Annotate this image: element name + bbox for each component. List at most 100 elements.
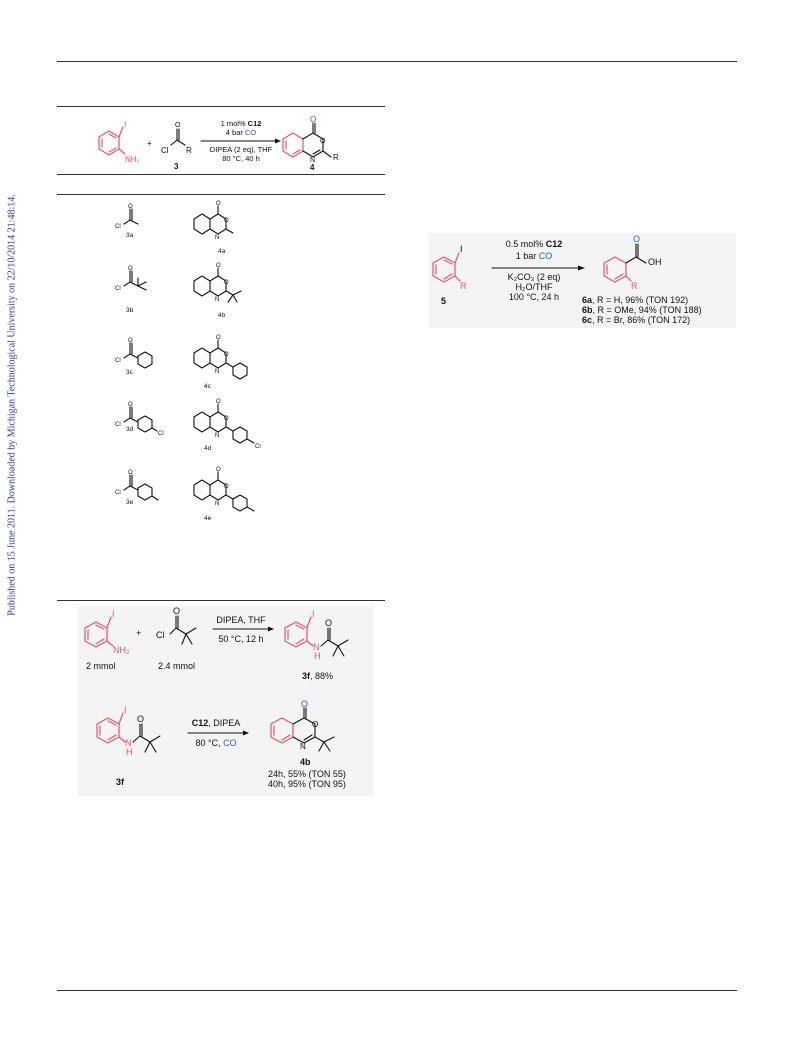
scheme2-reagent-co: 1 bar CO [516, 251, 553, 261]
acyl-r-label: R [186, 146, 192, 155]
svg-text:O: O [137, 714, 144, 724]
iodo-label: I [460, 244, 463, 254]
svg-text:NH₂: NH₂ [113, 645, 130, 655]
scheme3-reactions: I NH₂ 2 mmol + O Cl 2.4 mmol DIPEA, THF … [78, 606, 374, 796]
svg-text:N: N [215, 235, 219, 241]
svg-text:I: I [312, 609, 315, 619]
svg-text:Cl: Cl [156, 630, 165, 640]
reagent-3d-structure: O Cl Cl [115, 402, 164, 437]
scheme3-top-rule [57, 600, 385, 601]
svg-text:Cl: Cl [115, 490, 121, 496]
plus-sign: + [147, 139, 152, 148]
svg-text:N: N [300, 742, 306, 751]
iodoaniline-structure: I NH₂ [84, 609, 130, 655]
top-rule [57, 61, 737, 62]
amine-label: NH₂ [125, 155, 140, 164]
svg-text:O: O [224, 218, 229, 224]
result-6a: 6a, R = H, 96% (TON 192) [582, 295, 688, 305]
svg-text:O: O [216, 201, 221, 207]
result-6c: 6c, R = Br, 86% (TON 172) [582, 315, 690, 325]
cond2-top: C12, DIPEA [192, 718, 241, 728]
product-label: 4d [204, 445, 212, 452]
svg-text:O: O [128, 204, 133, 210]
svg-text:O: O [224, 352, 229, 358]
table-row: O Cl 3a O O N 4a [115, 201, 234, 255]
svg-text:N: N [125, 738, 132, 748]
product-carbonyl-o: O [310, 115, 316, 124]
scheme2-reagent-base: K₂CO₃ (2 eq) [508, 272, 561, 282]
svg-text:O: O [301, 699, 308, 709]
acyl-cl-label: Cl [161, 146, 169, 155]
acyl-o-label: O [175, 122, 181, 129]
product-4b-structure: O O N [193, 263, 242, 303]
svg-text:O: O [128, 470, 133, 476]
table-row: O Cl 3b O O N 4b [115, 263, 242, 319]
table-header-rule [57, 174, 385, 175]
amount-amine: 2 mmol [86, 661, 116, 671]
acyl-chloride-structure: O Cl R 3 [161, 122, 192, 171]
table-row: O Cl 3e O O N 4e [115, 467, 255, 522]
reagent-3a-structure: O Cl [115, 204, 139, 230]
table-top-rule [57, 106, 385, 107]
scheme1-reagent-top: 1 mol% C12 [221, 119, 262, 128]
label-4b: 4b [300, 757, 311, 767]
benzoxazinone-4b-structure: O O N [270, 699, 335, 752]
scheme2-reaction: I R 5 0.5 mol% C12 1 bar CO K₂CO₃ (2 eq)… [428, 233, 736, 328]
compound-3-label: 3 [174, 162, 179, 171]
reagent-label: 3b [126, 307, 134, 314]
table-row: O Cl Cl 3d O O N Cl 4d [115, 399, 261, 452]
side-note-text[interactable]: Published on 15 June 2011. Downloaded by… [6, 194, 18, 616]
svg-text:N: N [215, 369, 219, 375]
cond1-bottom: 50 °C, 12 h [218, 634, 263, 644]
r-label: R [460, 281, 467, 291]
product-r: R [333, 153, 339, 162]
aryl-iodide-5-structure: I R 5 [432, 244, 467, 306]
result-6b: 6b, R = OMe, 94% (TON 188) [582, 305, 702, 315]
iodoaniline-structure: I NH₂ [98, 120, 140, 164]
svg-text:N: N [215, 433, 219, 439]
svg-text:Cl: Cl [115, 422, 121, 428]
product-4c-structure: O O N [193, 335, 248, 380]
svg-text:O: O [128, 338, 133, 344]
svg-text:H: H [126, 747, 133, 757]
oh-label: OH [648, 257, 662, 267]
scheme3-background [78, 606, 374, 796]
reagent-label: 3e [126, 499, 134, 506]
product-r-label: R [631, 281, 638, 291]
svg-text:I: I [112, 609, 115, 619]
bottom-rule [57, 990, 737, 991]
product-ring-o: O [320, 138, 326, 145]
svg-text:Cl: Cl [255, 444, 261, 450]
svg-text:O: O [312, 720, 318, 729]
product-4a-structure: O O N [193, 201, 234, 241]
svg-text:I: I [124, 705, 127, 715]
svg-text:Cl: Cl [158, 431, 164, 437]
svg-text:O: O [216, 263, 221, 269]
reagent-3e-structure: O Cl [115, 470, 159, 501]
reagent-3c-structure: O Cl [115, 338, 153, 369]
svg-text:O: O [128, 266, 133, 272]
plus-sign: + [136, 628, 141, 638]
iodo-label: I [124, 120, 126, 129]
reagent-3b-structure: O Cl [115, 266, 147, 292]
cond2-bottom: 80 °C, CO [195, 738, 236, 748]
compound-5-label: 5 [441, 296, 446, 306]
svg-text:N: N [313, 642, 320, 652]
svg-text:N: N [215, 297, 219, 303]
amide-3f-reactant-structure: I N H O [96, 705, 161, 757]
reagent-label: 3a [126, 232, 134, 239]
svg-text:O: O [224, 484, 229, 490]
svg-text:O: O [216, 335, 221, 341]
svg-text:N: N [215, 501, 219, 507]
cond1-top: DIPEA, THF [216, 615, 266, 625]
product-label: 4a [218, 248, 226, 255]
benzoxazinone-product-structure: O O N R 4 [282, 115, 339, 172]
reagent-label: 3d [126, 426, 134, 433]
svg-text:O: O [325, 618, 332, 628]
compound-4-label: 4 [310, 163, 315, 172]
scheme2-background [428, 233, 736, 328]
label-3f: 3f [116, 777, 125, 787]
yield-24h: 24h, 55% (TON 55) [268, 769, 346, 779]
side-note[interactable]: Published on 15 June 2011. Downloaded by… [2, 180, 22, 630]
svg-text:O: O [216, 399, 221, 405]
